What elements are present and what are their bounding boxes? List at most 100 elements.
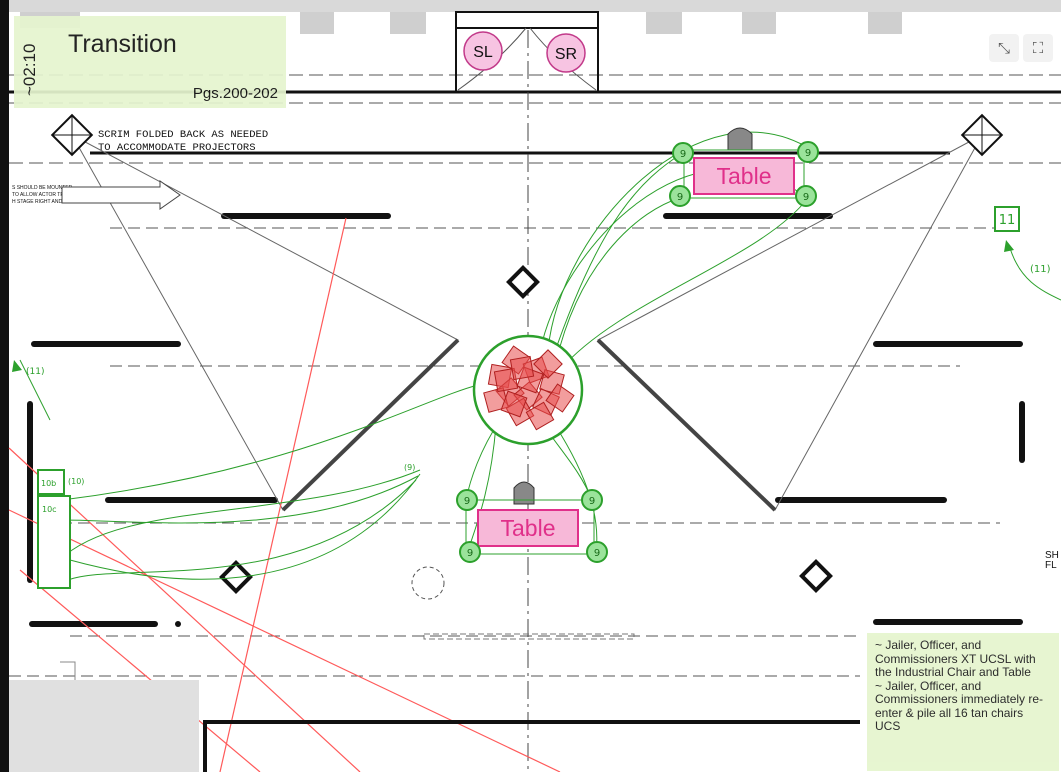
mount-note-3: H STAGE RIGHT AND LEFT [12,199,76,205]
industrial-chair [727,127,753,151]
scene-notes: ~ Jailer, Officer, and Commissioners XT … [867,633,1059,771]
plan-rail [423,633,635,640]
stage-left-label: SL [473,44,493,61]
path-label: 10b [41,479,56,488]
arrow-shape [61,180,181,210]
side-note-1: SH [1045,550,1059,561]
cue-box [994,206,1020,232]
wall-block [646,12,682,34]
path-line [59,469,421,561]
chair-badge: 9 [456,489,478,511]
chair-stack-box [37,495,71,589]
path-line [551,151,685,361]
scrim-panel [596,338,777,512]
path-line [61,475,419,524]
spike-diamond [219,560,253,594]
scrim-note-2: TO ACCOMMODATE PROJECTORS [98,142,256,154]
pile-chair [525,401,555,431]
wall-block [390,12,426,34]
upstage-table [693,157,795,195]
cue-marker-right: (11) [1030,264,1051,275]
svg-text:9: 9 [594,548,600,559]
stage-left-marker [463,31,503,71]
chair-pile [483,345,575,431]
svg-text:9: 9 [467,548,473,559]
gray-block [9,680,199,772]
scene-duration: ~02:10 [20,43,39,96]
industrial-chair [513,481,535,505]
dashed-circle [411,566,445,600]
fit-view-icon: ⤡ [997,39,1010,57]
svg-text:9: 9 [677,192,683,203]
cue-number: 11 [999,213,1016,228]
projector-diamond [960,113,1004,157]
cue-marker-left: (11) [26,367,44,377]
path-label: (9) [404,463,415,472]
path-line [555,197,681,363]
downstage-table [477,509,579,547]
chair-badges: 9 9 9 9 9 9 9 9 [456,141,819,563]
table-group-outline [683,149,805,199]
spike-diamond [799,559,833,593]
wall-block [742,12,776,34]
svg-text:9: 9 [805,148,811,159]
arrow-head [1004,240,1014,252]
table-group-outline [465,499,595,555]
chair-box [37,469,65,495]
downstage-wall [203,720,860,772]
chair-badge: 9 [672,142,694,164]
plan-line [60,661,76,680]
path-line [19,359,51,421]
path-line [1009,247,1061,301]
chair-badge: 9 [581,489,603,511]
fit-view-button[interactable]: ⤡ [989,34,1019,62]
note-line: ~ Jailer, Officer, and Commissioners imm… [875,678,1044,733]
side-note-2: FL [1045,560,1057,571]
sightline [219,217,347,772]
path-line [61,384,479,501]
pile-chair [533,349,563,379]
downstage-table-label: Table [501,515,556,541]
arrow-head [12,360,22,372]
wall-block [868,12,902,34]
plan-dot [175,621,181,627]
path-line [67,479,417,581]
scene-title: Transition [68,30,177,58]
path-line [547,131,813,351]
chair-badge: 9 [795,185,817,207]
doorway-frame [455,11,599,29]
sightline [19,569,261,772]
expand-icon: ⛶ [1032,39,1044,57]
chair-badge: 9 [669,185,691,207]
wall-block [300,12,334,34]
chair-badge: 9 [797,141,819,163]
top-wall-band [9,0,1061,12]
note-line: ~ Jailer, Officer, and Commissioners XT … [875,638,1036,679]
stage-right-label: SR [555,46,577,63]
pile-chair [500,390,528,418]
path-label: 10c [42,505,57,514]
mount-note-1: S SHOULD BE MOUNTED [12,185,73,191]
spike-diamond [506,265,540,299]
svg-text:9: 9 [589,496,595,507]
scene-header: ~02:10 Transition Pgs.200-202 [14,16,286,108]
page-range: Pgs.200-202 [192,85,278,102]
scrim-note-1: SCRIM FOLDED BACK AS NEEDED [98,129,268,141]
chair-badge: 9 [459,541,481,563]
svg-text:9: 9 [803,192,809,203]
projector-diamond [50,113,94,157]
pile-chair [545,383,575,413]
svg-text:9: 9 [464,496,470,507]
page-edge [0,0,9,772]
upstage-table-label: Table [717,163,772,189]
path-line [69,473,421,580]
expand-button[interactable]: ⛶ [1023,34,1053,62]
mount-note-2: TO ALLOW ACTOR TRAFFIC [12,192,79,198]
sightline [8,509,561,772]
chair-badge: 9 [586,541,608,563]
pile-chair [509,355,535,381]
stage-right-marker [546,33,586,73]
svg-text:9: 9 [680,149,686,160]
path-line [559,197,809,371]
